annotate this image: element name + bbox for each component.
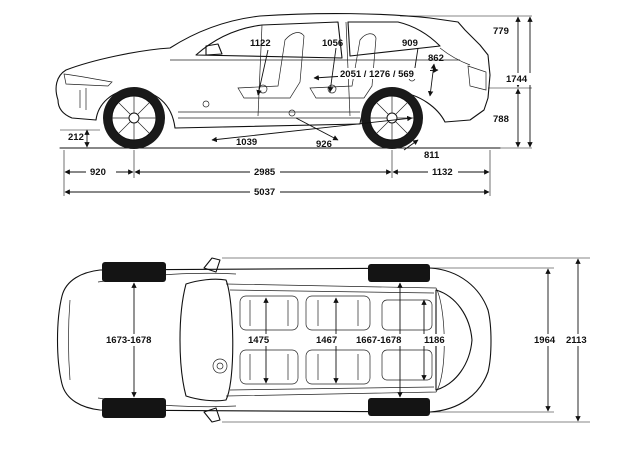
dim-779: 779: [493, 26, 509, 37]
dim-926: 926: [316, 139, 332, 150]
dim-1056: 1056: [322, 38, 343, 49]
top-view: 1673-1678 1475 1467 1667-1678 1186 1964 …: [56, 257, 594, 423]
dim-5037: 5037: [254, 187, 275, 198]
dim-2113: 2113: [566, 335, 587, 346]
side-seat-front: [237, 32, 305, 99]
top-tire-rear-right: [368, 398, 430, 416]
top-tire-rear-left: [368, 264, 430, 282]
top-windshield: [179, 278, 234, 402]
dim-212: 212: [68, 132, 84, 143]
dim-1132: 1132: [432, 167, 453, 178]
dim-788: 788: [493, 114, 509, 125]
top-seats: [212, 295, 433, 385]
dim-909: 909: [402, 38, 418, 49]
dim-811: 811: [424, 150, 440, 161]
top-tire-front-right: [102, 398, 166, 418]
dim-1673-1678: 1673-1678: [106, 335, 151, 346]
dim-1122: 1122: [250, 38, 271, 49]
dim-1744: 1744: [506, 74, 528, 85]
dim-920: 920: [90, 167, 106, 178]
side-front-wheel: [103, 87, 165, 149]
dim-1039: 1039: [236, 137, 257, 148]
dim-2985: 2985: [254, 167, 276, 178]
side-windows: [195, 21, 343, 59]
dim-862: 862: [428, 53, 444, 64]
top-mirror-right: [203, 407, 221, 423]
dim-2051-1276-569: 2051 / 1276 / 569: [340, 69, 414, 80]
dim-1964: 1964: [534, 335, 556, 346]
top-mirror-left: [203, 257, 221, 273]
side-rear-wheel: [361, 87, 423, 149]
top-tire-front-left: [102, 262, 166, 282]
dim-1667-1678: 1667-1678: [356, 335, 401, 346]
side-seat-rear: [309, 33, 377, 99]
dim-1475: 1475: [248, 335, 270, 346]
side-view: 1122 1056 909 2051 / 1276 / 569 862 212 …: [55, 12, 534, 198]
dim-1467: 1467: [316, 335, 337, 346]
dim-1186: 1186: [424, 335, 445, 346]
